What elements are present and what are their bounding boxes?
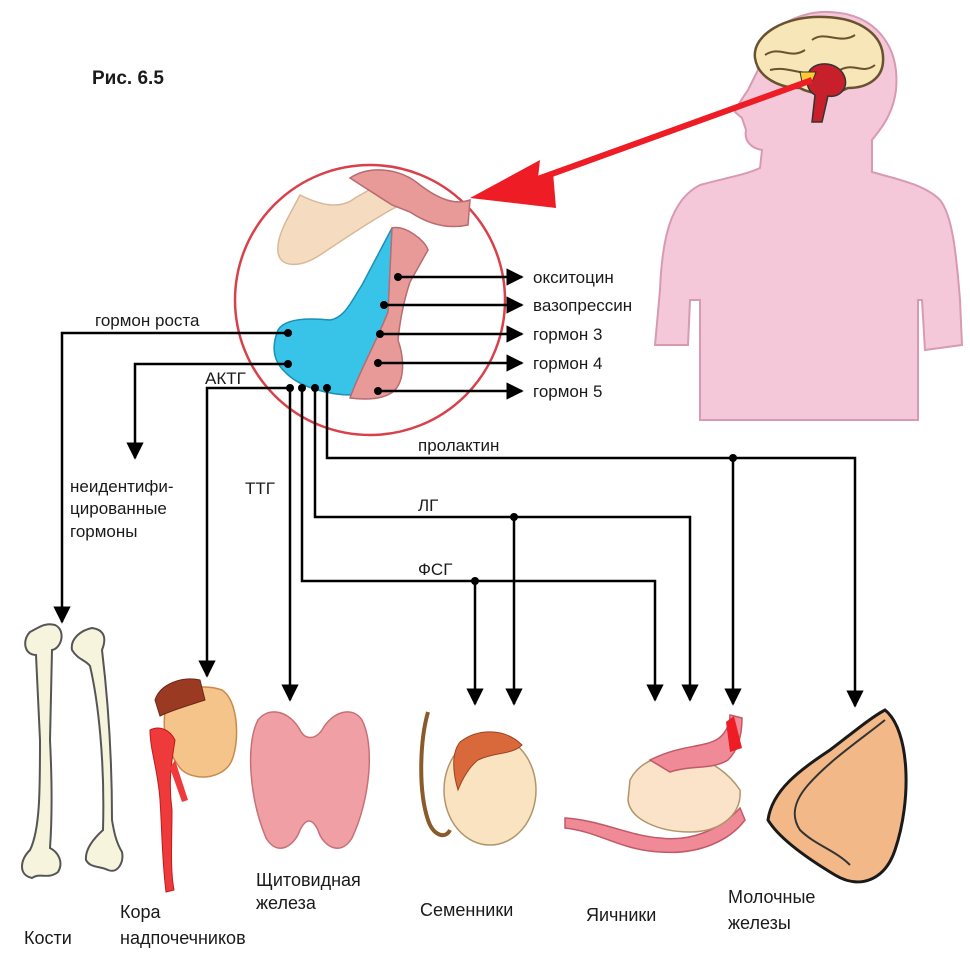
mammary-icon: [766, 708, 908, 884]
label-lh: ЛГ: [418, 496, 438, 515]
adrenal-icon: [149, 678, 238, 893]
label-tsh: ТТГ: [245, 479, 275, 498]
label-unidentified-1: неидентифи-: [70, 477, 174, 496]
label-mammary-1: Молочные: [728, 887, 815, 907]
label-testes: Семенники: [420, 900, 513, 920]
label-unidentified-3: гормоны: [70, 522, 138, 541]
label-hormone-3: гормон 3: [533, 325, 602, 344]
pituitary-magnified: [233, 163, 507, 437]
label-vasopressin: вазопрессин: [533, 296, 632, 315]
thyroid-icon: [249, 711, 370, 849]
ovaries-icon: [564, 714, 746, 854]
label-thyroid-1: Щитовидная: [256, 870, 361, 890]
location-arrow: [470, 77, 814, 208]
figure-label: Рис. 6.5: [92, 68, 164, 89]
bones-icon: [21, 623, 124, 880]
label-oxytocin: окситоцин: [533, 268, 614, 287]
posterior-hormone-lines: [378, 268, 524, 400]
label-thyroid-2: железа: [256, 893, 317, 913]
label-adrenal-2: надпочечников: [120, 928, 246, 948]
posterior-lobe: [348, 226, 429, 400]
testes-icon: [419, 711, 537, 846]
label-bones: Кости: [24, 928, 72, 948]
label-growth-hormone: гормон роста: [95, 311, 200, 330]
label-hormone-5: гормон 5: [533, 382, 602, 401]
label-fsh: ФСГ: [418, 560, 452, 579]
label-unidentified-2: цированные: [70, 499, 167, 518]
label-hormone-4: гормон 4: [533, 354, 602, 373]
label-ovaries: Яичники: [586, 905, 656, 925]
label-mammary-2: железы: [728, 913, 791, 933]
label-prolactin: пролактин: [418, 436, 499, 455]
label-adrenal-1: Кора: [120, 902, 162, 922]
label-acth: АКТГ: [205, 369, 246, 388]
human-silhouette: [653, 10, 964, 421]
